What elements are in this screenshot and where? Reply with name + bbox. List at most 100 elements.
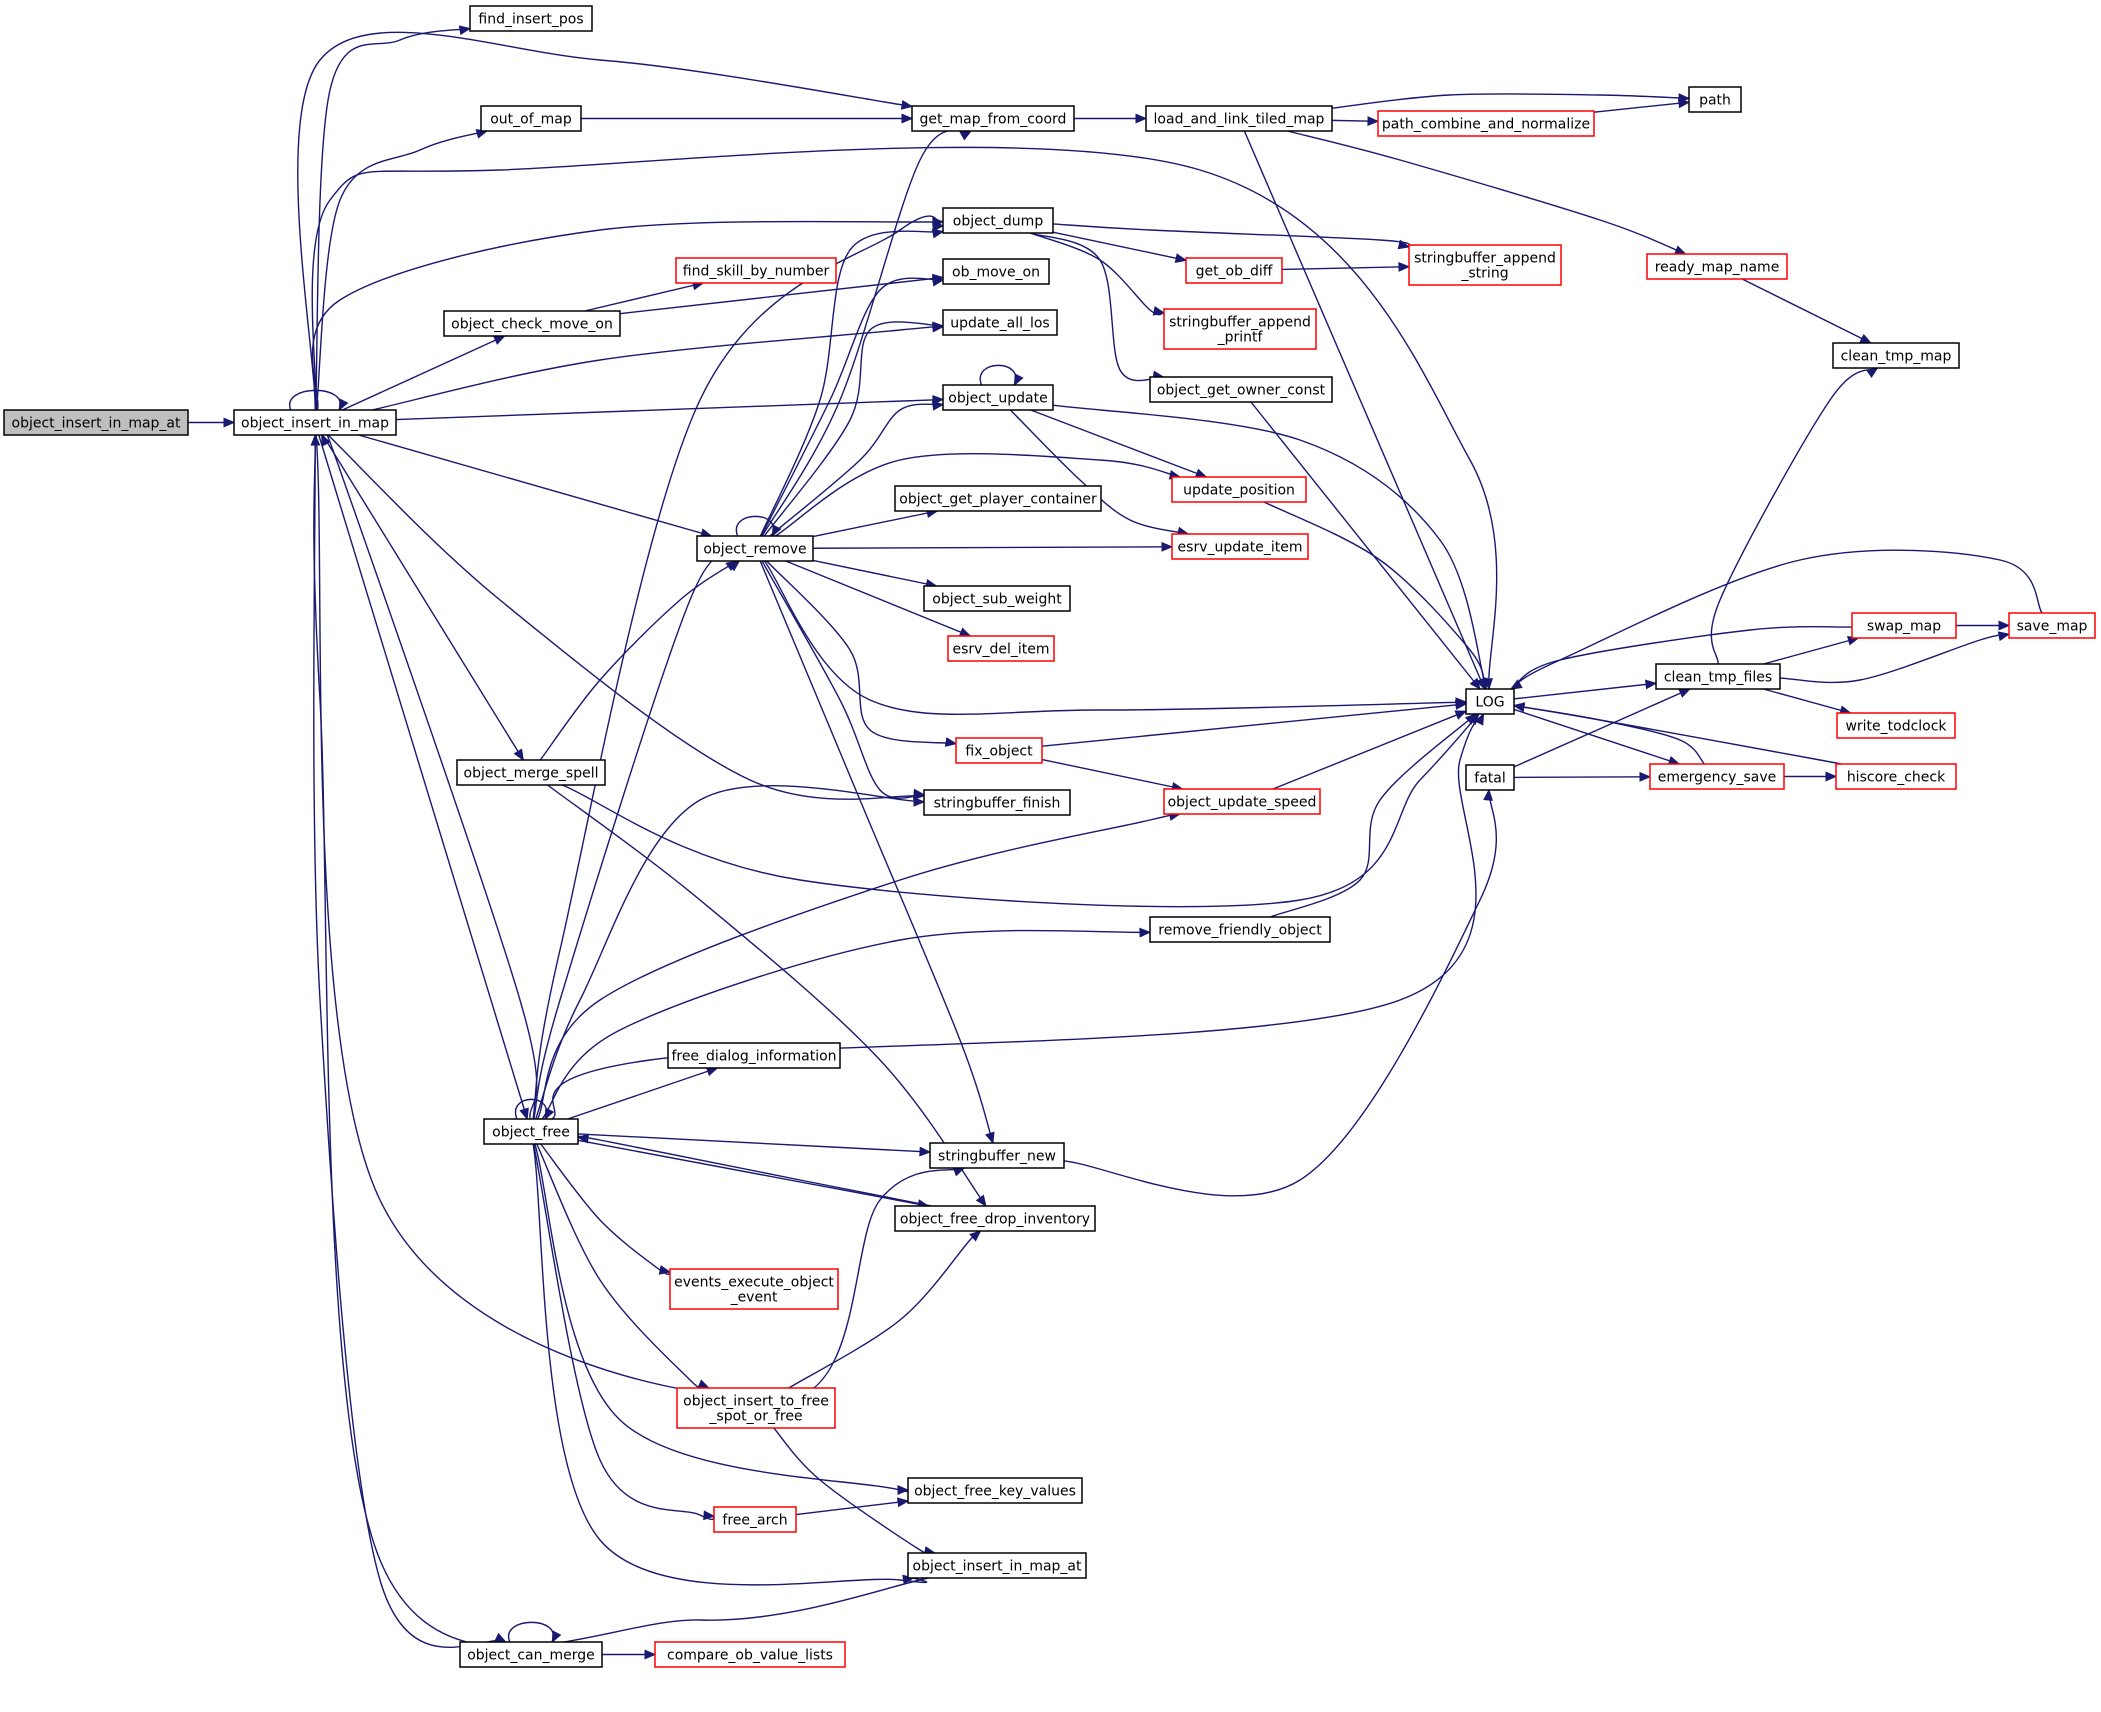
node-ob-move-on[interactable]: ob_move_on bbox=[942, 258, 1050, 285]
node-box[interactable] bbox=[929, 1142, 1065, 1169]
node-box[interactable] bbox=[233, 409, 397, 436]
node-box[interactable] bbox=[676, 1387, 836, 1429]
node-fatal[interactable]: fatal bbox=[1465, 764, 1515, 791]
node-box[interactable] bbox=[469, 5, 593, 32]
node-box[interactable] bbox=[1377, 110, 1595, 137]
node-out-of-map[interactable]: out_of_map bbox=[480, 105, 582, 132]
node-box[interactable] bbox=[1163, 788, 1321, 815]
node-find-insert-pos[interactable]: find_insert_pos bbox=[469, 5, 593, 32]
node-esrv-update-item[interactable]: esrv_update_item bbox=[1171, 533, 1309, 560]
node-path[interactable]: path bbox=[1688, 86, 1742, 113]
node-object-sub-weight[interactable]: object_sub_weight bbox=[923, 585, 1071, 612]
node-hiscore-check[interactable]: hiscore_check bbox=[1835, 763, 1957, 790]
node-box[interactable] bbox=[669, 1268, 839, 1310]
node-box[interactable] bbox=[1835, 763, 1957, 790]
node-update-position[interactable]: update_position bbox=[1171, 476, 1307, 503]
node-clean-tmp-map[interactable]: clean_tmp_map bbox=[1832, 342, 1960, 369]
node-box[interactable] bbox=[1465, 764, 1515, 791]
node-box[interactable] bbox=[1836, 712, 1956, 739]
node-object-update-speed[interactable]: object_update_speed bbox=[1163, 788, 1321, 815]
node-box[interactable] bbox=[459, 1641, 603, 1668]
node-box[interactable] bbox=[942, 309, 1058, 336]
node-box[interactable] bbox=[675, 257, 837, 284]
node-object-free-drop-inventory[interactable]: object_free_drop_inventory bbox=[894, 1205, 1096, 1232]
node-root[interactable]: object_insert_in_map_at bbox=[3, 409, 189, 436]
node-sb-append-printf[interactable]: stringbuffer_append_printf bbox=[1163, 308, 1317, 350]
node-box[interactable] bbox=[894, 1205, 1096, 1232]
node-path-combine[interactable]: path_combine_and_normalize bbox=[1377, 110, 1595, 137]
node-swap-map[interactable]: swap_map bbox=[1851, 612, 1957, 639]
node-get-map-from-coord[interactable]: get_map_from_coord bbox=[911, 105, 1075, 132]
node-box[interactable] bbox=[923, 789, 1071, 816]
node-box[interactable] bbox=[713, 1506, 797, 1533]
node-box[interactable] bbox=[1145, 105, 1333, 132]
node-write-todclock[interactable]: write_todclock bbox=[1836, 712, 1956, 739]
node-box[interactable] bbox=[907, 1552, 1087, 1579]
node-box[interactable] bbox=[1149, 376, 1333, 403]
node-esrv-del-item[interactable]: esrv_del_item bbox=[947, 635, 1055, 662]
node-box[interactable] bbox=[1163, 308, 1317, 350]
node-object-get-player-container[interactable]: object_get_player_container bbox=[894, 485, 1102, 512]
node-box[interactable] bbox=[942, 207, 1054, 234]
node-box[interactable] bbox=[1408, 244, 1562, 286]
node-box[interactable] bbox=[907, 1477, 1083, 1504]
node-compare-ob-value-lists[interactable]: compare_ob_value_lists bbox=[654, 1641, 846, 1668]
node-object-update[interactable]: object_update bbox=[942, 384, 1054, 411]
node-box[interactable] bbox=[894, 485, 1102, 512]
node-box[interactable] bbox=[667, 1042, 841, 1069]
node-box[interactable] bbox=[942, 384, 1054, 411]
node-oiim-at2[interactable]: object_insert_in_map_at bbox=[907, 1552, 1087, 1579]
node-stringbuffer-finish[interactable]: stringbuffer_finish bbox=[923, 789, 1071, 816]
node-box[interactable] bbox=[942, 258, 1050, 285]
node-box[interactable] bbox=[1171, 533, 1309, 560]
node-box[interactable] bbox=[1149, 916, 1331, 943]
node-box[interactable] bbox=[1832, 342, 1960, 369]
node-box[interactable] bbox=[1649, 763, 1785, 790]
node-get-ob-diff[interactable]: get_ob_diff bbox=[1185, 257, 1283, 284]
node-box[interactable] bbox=[654, 1641, 846, 1668]
node-object-get-owner-const[interactable]: object_get_owner_const bbox=[1149, 376, 1333, 403]
node-box[interactable] bbox=[456, 759, 606, 786]
node-box[interactable] bbox=[923, 585, 1071, 612]
node-object-dump[interactable]: object_dump bbox=[942, 207, 1054, 234]
node-object-insert-to-free[interactable]: object_insert_to_free_spot_or_free bbox=[676, 1387, 836, 1429]
node-box[interactable] bbox=[696, 535, 814, 562]
node-box[interactable] bbox=[1185, 257, 1283, 284]
node-remove-friendly-object[interactable]: remove_friendly_object bbox=[1149, 916, 1331, 943]
node-find-skill[interactable]: find_skill_by_number bbox=[675, 257, 837, 284]
node-object-merge-spell[interactable]: object_merge_spell bbox=[456, 759, 606, 786]
node-free-dialog-information[interactable]: free_dialog_information bbox=[667, 1042, 841, 1069]
node-box[interactable] bbox=[1688, 86, 1742, 113]
node-box[interactable] bbox=[955, 737, 1043, 764]
node-box[interactable] bbox=[480, 105, 582, 132]
node-sb-append-string[interactable]: stringbuffer_append_string bbox=[1408, 244, 1562, 286]
node-update-all-los[interactable]: update_all_los bbox=[942, 309, 1058, 336]
node-oiim[interactable]: object_insert_in_map bbox=[233, 409, 397, 436]
node-object-can-merge[interactable]: object_can_merge bbox=[459, 1641, 603, 1668]
node-emergency-save[interactable]: emergency_save bbox=[1649, 763, 1785, 790]
node-box[interactable] bbox=[1851, 612, 1957, 639]
node-ready-map-name[interactable]: ready_map_name bbox=[1646, 253, 1788, 280]
node-fix-object[interactable]: fix_object bbox=[955, 737, 1043, 764]
node-box[interactable] bbox=[1646, 253, 1788, 280]
node-load-and-link[interactable]: load_and_link_tiled_map bbox=[1145, 105, 1333, 132]
node-object-remove[interactable]: object_remove bbox=[696, 535, 814, 562]
node-object-check-move-on[interactable]: object_check_move_on bbox=[443, 310, 621, 337]
node-box[interactable] bbox=[1465, 688, 1515, 715]
node-object-free-key-values[interactable]: object_free_key_values bbox=[907, 1477, 1083, 1504]
node-events-execute[interactable]: events_execute_object_event bbox=[669, 1268, 839, 1310]
node-box[interactable] bbox=[483, 1118, 579, 1145]
node-free-arch[interactable]: free_arch bbox=[713, 1506, 797, 1533]
node-box[interactable] bbox=[947, 635, 1055, 662]
node-box[interactable] bbox=[3, 409, 189, 436]
node-LOG[interactable]: LOG bbox=[1465, 688, 1515, 715]
node-clean-tmp-files[interactable]: clean_tmp_files bbox=[1655, 663, 1781, 690]
node-box[interactable] bbox=[911, 105, 1075, 132]
node-box[interactable] bbox=[2008, 612, 2096, 639]
node-box[interactable] bbox=[443, 310, 621, 337]
node-box[interactable] bbox=[1655, 663, 1781, 690]
node-stringbuffer-new[interactable]: stringbuffer_new bbox=[929, 1142, 1065, 1169]
node-save-map[interactable]: save_map bbox=[2008, 612, 2096, 639]
node-box[interactable] bbox=[1171, 476, 1307, 503]
node-object-free[interactable]: object_free bbox=[483, 1118, 579, 1145]
